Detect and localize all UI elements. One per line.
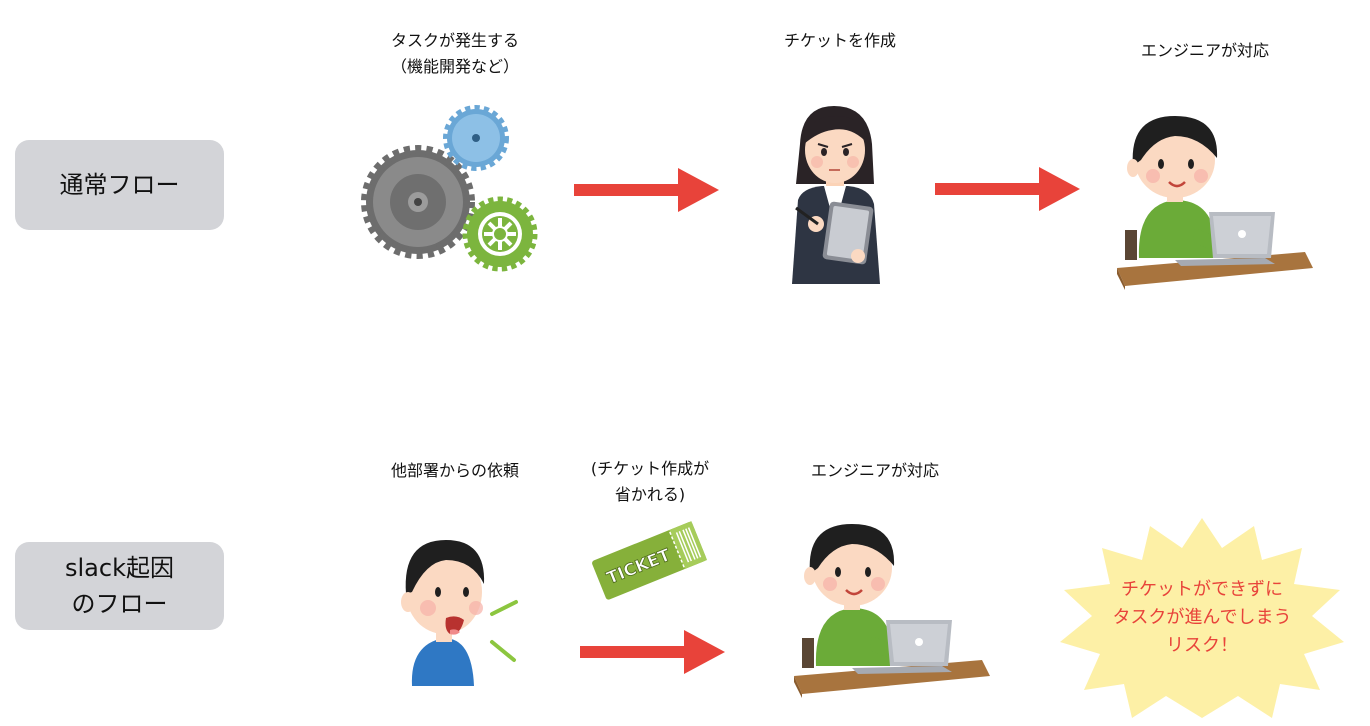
normal-flow-label-text: 通常フロー xyxy=(59,171,180,199)
create-ticket-caption: チケットを作成 xyxy=(740,28,940,54)
woman-with-tablet-illustration xyxy=(782,104,892,289)
blue-gear-icon xyxy=(443,105,509,171)
risk-burst-shape xyxy=(1058,514,1346,720)
request-from-other-dept-text: 他部署からの依頼 xyxy=(390,461,519,480)
risk-line-3: リスク！ xyxy=(1166,635,1238,656)
gray-gear-icon xyxy=(361,145,475,259)
green-gear-icon xyxy=(462,196,538,272)
engineer-handles-caption-bottom: エンジニアが対応 xyxy=(775,458,975,484)
task-occurs-caption: タスクが発生する （機能開発など） xyxy=(355,28,555,80)
engineer-at-laptop-illustration-bottom xyxy=(792,516,992,698)
risk-message: チケットができずに タスクが進んでしまう リスク！ xyxy=(1072,576,1332,660)
task-occurs-line-1: タスクが発生する xyxy=(390,31,519,50)
engineer-at-laptop-illustration-top xyxy=(1115,108,1315,290)
ticket-skipped-line-2: 省かれる) xyxy=(614,485,686,504)
engineer-handles-text-bottom: エンジニアが対応 xyxy=(810,461,939,480)
arrow-to-engineer-bottom xyxy=(580,630,725,674)
ticket-icon: TICKET xyxy=(588,512,708,604)
request-from-other-dept-caption: 他部署からの依頼 xyxy=(355,458,555,484)
slack-flow-label-line-2: のフロー xyxy=(71,590,168,618)
arrow-to-engineer-top xyxy=(935,167,1080,211)
ticket-skipped-line-1: (チケット作成が xyxy=(590,459,710,478)
create-ticket-text: チケットを作成 xyxy=(783,31,896,50)
gears-illustration xyxy=(360,100,550,280)
task-occurs-line-2: （機能開発など） xyxy=(390,57,519,76)
normal-flow-label: 通常フロー xyxy=(15,140,224,230)
speaking-person-illustration xyxy=(396,534,526,686)
slack-flow-label: slack起因 のフロー xyxy=(15,542,224,630)
arrow-to-create-ticket xyxy=(574,168,719,212)
slack-flow-label-line-1: slack起因 xyxy=(65,554,174,582)
risk-line-2: タスクが進んでしまう xyxy=(1112,607,1292,628)
engineer-handles-text-top: エンジニアが対応 xyxy=(1140,41,1269,60)
ticket-skipped-caption: (チケット作成が 省かれる) xyxy=(550,456,750,508)
engineer-handles-caption-top: エンジニアが対応 xyxy=(1105,38,1305,64)
risk-line-1: チケットができずに xyxy=(1121,579,1283,600)
